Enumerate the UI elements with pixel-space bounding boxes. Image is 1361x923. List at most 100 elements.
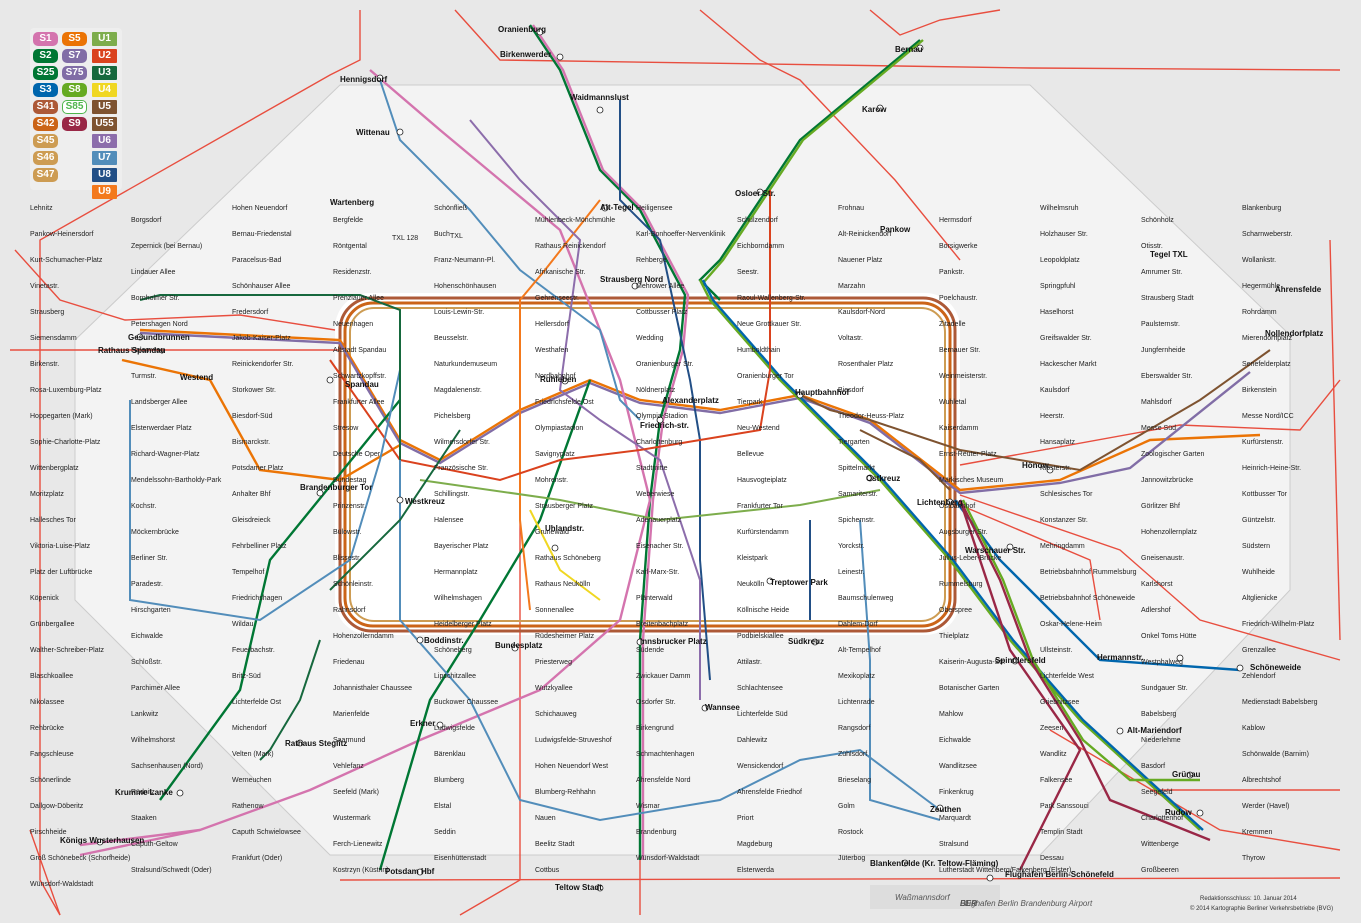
station-label[interactable]: Beelitz Stadt (535, 841, 574, 848)
station-label-major[interactable]: Oranienburg (498, 25, 546, 34)
station-label[interactable]: Holzhauser Str. (1040, 231, 1088, 238)
station-label[interactable]: Basdorf (1141, 763, 1165, 770)
station-label-major[interactable]: Pankow (880, 225, 911, 234)
station-label[interactable]: Kochstr. (131, 503, 156, 510)
station-label[interactable]: Magdeburg (737, 841, 773, 848)
station-label[interactable]: Kurt-Schumacher-Platz (30, 257, 103, 264)
station-label[interactable]: Betriebsbahnhof Rummelsburg (1040, 569, 1137, 576)
station-label[interactable]: Mühlenbeck-Mönchmühle (535, 217, 615, 224)
station-label-major[interactable]: Königs Wusterhausen (60, 836, 144, 845)
station-label-major[interactable]: Spindlersfeld (995, 656, 1046, 665)
station-label[interactable]: Groß Schönebeck (Schorfheide) (30, 855, 130, 862)
station-label[interactable]: Bülowstr. (333, 529, 361, 536)
station-label-major[interactable]: Südkreuz (788, 637, 824, 646)
station-label[interactable]: Wilmersdorfer Str. (434, 439, 490, 446)
station-label[interactable]: Blumberg-Rehhahn (535, 789, 596, 796)
station-label[interactable]: Bergfelde (333, 217, 363, 224)
station-label-major[interactable]: Brandenburger Tor (300, 483, 372, 492)
station-label[interactable]: Olympia-Stadion (636, 413, 688, 420)
station-label[interactable]: Beusselstr. (434, 335, 468, 342)
station-label[interactable]: Wittenbergplatz (30, 465, 79, 472)
station-label[interactable]: Schöneberg (434, 647, 472, 654)
station-label[interactable]: Zepernick (bei Bernau) (131, 243, 202, 250)
station-label[interactable]: Grenzallee (1242, 647, 1276, 654)
station-label[interactable]: Borsigwerke (939, 243, 978, 250)
station-label[interactable]: Mahlow (939, 711, 964, 718)
station-label[interactable]: Thyrow (1242, 855, 1266, 862)
station-label[interactable]: Zwickauer Damm (636, 673, 691, 680)
station-label[interactable]: Paulsternstr. (1141, 321, 1180, 328)
station-label[interactable]: Bismarckstr. (232, 439, 270, 446)
station-label[interactable]: Schönerlinde (30, 777, 71, 784)
station-label[interactable]: Schichauweg (535, 711, 577, 718)
station-label[interactable]: Wustermark (333, 815, 371, 822)
station-label[interactable]: Ostbahnhof (939, 503, 975, 510)
station-label[interactable]: Schulzendorf (737, 217, 778, 224)
station-label-major[interactable]: Treptower Park (770, 578, 828, 587)
station-label[interactable]: Walther-Schreiber-Platz (30, 647, 105, 654)
station-label[interactable]: Scharnweberstr. (1242, 231, 1293, 238)
station-label[interactable]: Großbeeren (1141, 867, 1179, 874)
station-label[interactable]: Birkengrund (636, 725, 674, 732)
station-label[interactable]: Grunewald (535, 529, 569, 536)
station-label[interactable]: Afrikanische Str. (535, 269, 586, 276)
station-label[interactable]: Schönhauser Allee (232, 283, 290, 290)
station-label-major[interactable]: Spandau (345, 380, 379, 389)
station-label[interactable]: Priesterweg (535, 659, 572, 666)
station-label[interactable]: Schloßstr. (131, 659, 162, 666)
station-label[interactable]: Heidelberger Platz (434, 621, 492, 628)
station-label[interactable]: Finkenkrug (939, 789, 974, 796)
station-label-major[interactable]: Hauptbahnhof (795, 388, 850, 397)
station-label[interactable]: Charlottenburg (636, 439, 682, 446)
station-label[interactable]: Tierpark (737, 399, 763, 406)
station-label[interactable]: Biesdorf-Süd (232, 413, 273, 420)
station-label[interactable]: Ahrensfelde Nord (636, 777, 691, 784)
station-label[interactable]: Hohenzollerndamm (333, 633, 394, 640)
station-label[interactable]: Mierendorffplatz (1242, 335, 1293, 342)
station-label[interactable]: Podbielskiallee (737, 633, 784, 640)
station-label[interactable]: Buckower Chaussee (434, 699, 498, 706)
station-label[interactable]: Weberwiese (636, 491, 674, 498)
station-label[interactable]: Lichterfelde West (1040, 673, 1094, 680)
station-label[interactable]: Paracelsus-Bad (232, 257, 282, 264)
station-label-major[interactable]: Alt-Tegel (600, 203, 634, 212)
station-label[interactable]: Schmachtenhagen (636, 751, 694, 758)
station-label[interactable]: Landsberger Allee (131, 399, 188, 406)
station-label[interactable]: Rummelsburg (939, 581, 983, 588)
station-label[interactable]: Residenzstr. (333, 269, 372, 276)
station-label[interactable]: Wilhelmsruh (1040, 205, 1079, 212)
station-label-major[interactable]: Warschauer Str. (965, 546, 1026, 555)
station-label-major[interactable]: Uhlandstr. (545, 524, 584, 533)
station-label-major[interactable]: Westkreuz (405, 497, 445, 506)
station-label[interactable]: Mehrower Allee (636, 283, 684, 290)
station-label[interactable]: Wünsdorf-Waldstadt (636, 855, 699, 862)
station-label[interactable]: Schönholz (1141, 217, 1174, 224)
station-label[interactable]: Gleisdreieck (232, 517, 271, 524)
station-label-major[interactable]: Teltow Stadt (555, 883, 602, 892)
station-label[interactable]: Kostrzyn (Küstrin) (333, 867, 389, 874)
station-label[interactable]: Plänterwald (636, 595, 673, 602)
station-label[interactable]: Wilhelmshagen (434, 595, 482, 602)
station-label[interactable]: Wünsdorf-Waldstadt (30, 881, 93, 888)
station-label[interactable]: Rosenthaler Platz (838, 361, 894, 368)
station-label[interactable]: Mexikoplatz (838, 673, 875, 680)
station-label[interactable]: Wilhelmshorst (131, 737, 175, 744)
station-label[interactable]: Petershagen Nord (131, 321, 188, 328)
station-label[interactable]: Wismar (636, 803, 660, 810)
station-label[interactable]: Wuhlheide (1242, 569, 1275, 576)
station-label[interactable]: Blaschkoallee (30, 673, 73, 680)
station-label-major[interactable]: Hönow (1022, 461, 1049, 470)
station-label-major[interactable]: Waidmannslust (570, 93, 629, 102)
station-label[interactable]: Südende (636, 647, 664, 654)
station-label[interactable]: Stralsund (939, 841, 969, 848)
station-label[interactable]: Alt-Reinickendorf (838, 231, 891, 238)
station-label[interactable]: Anhalter Bhf (232, 491, 271, 498)
station-label[interactable]: Schlesisches Tor (1040, 491, 1093, 498)
station-label[interactable]: Pirschheide (30, 829, 67, 836)
station-label[interactable]: Elstal (434, 803, 452, 810)
station-label[interactable]: Vinetastr. (30, 283, 59, 290)
station-label[interactable]: Nordbahnhof (535, 373, 576, 380)
station-label[interactable]: Heiligensee (636, 205, 673, 212)
station-label[interactable]: Priort (737, 815, 754, 822)
station-label[interactable]: Neue Grottkauer Str. (737, 321, 801, 328)
